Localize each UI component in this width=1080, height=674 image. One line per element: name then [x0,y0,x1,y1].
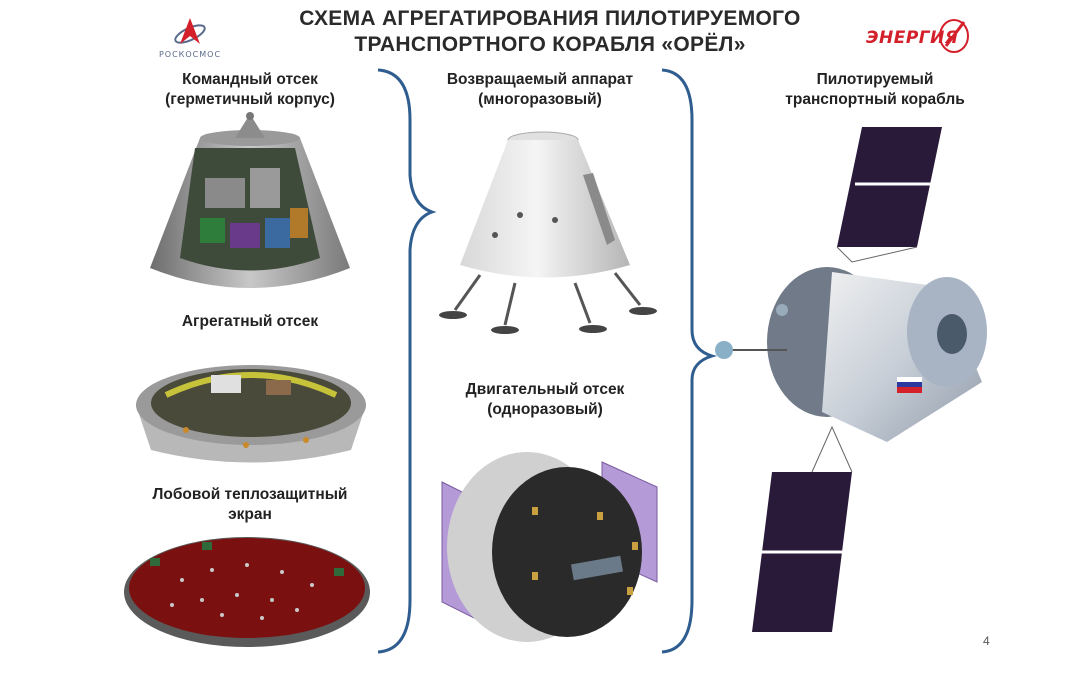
page-title: СХЕМА АГРЕГАТИРОВАНИЯ ПИЛОТИРУЕМОГО ТРАН… [299,7,801,56]
heat-shield-image [124,537,370,647]
energia-logo: ЭНЕРГИЯ [862,12,974,58]
left-bracket [377,68,437,654]
return-vehicle-label: Возвращаемый аппарат (многоразовый) [446,71,634,108]
roscosmos-logo-text: РОСКОСМОС [158,50,222,59]
roscosmos-logo: РОСКОСМОС [150,12,230,64]
propulsion-module-image [441,452,658,642]
heat-shield-label: Лобовой теплозащитный экран [152,486,348,523]
command-module-label: Командный отсек (герметичный корпус) [165,71,335,108]
aggregate-module-image [136,365,366,463]
spacecraft-image [715,127,987,632]
spacecraft-label: Пилотируемый транспортный корабль [785,71,965,108]
energia-logo-text: ЭНЕРГИЯ [866,28,959,48]
page-number: 4 [983,634,990,648]
aggregate-module-label: Агрегатный отсек [181,313,319,330]
energia-swoosh-icon [939,19,969,53]
command-module-image [150,112,350,288]
return-vehicle-image [439,131,657,334]
propulsion-module-label: Двигательный отсек (одноразовый) [465,381,625,418]
roscosmos-emblem-icon [174,18,206,44]
